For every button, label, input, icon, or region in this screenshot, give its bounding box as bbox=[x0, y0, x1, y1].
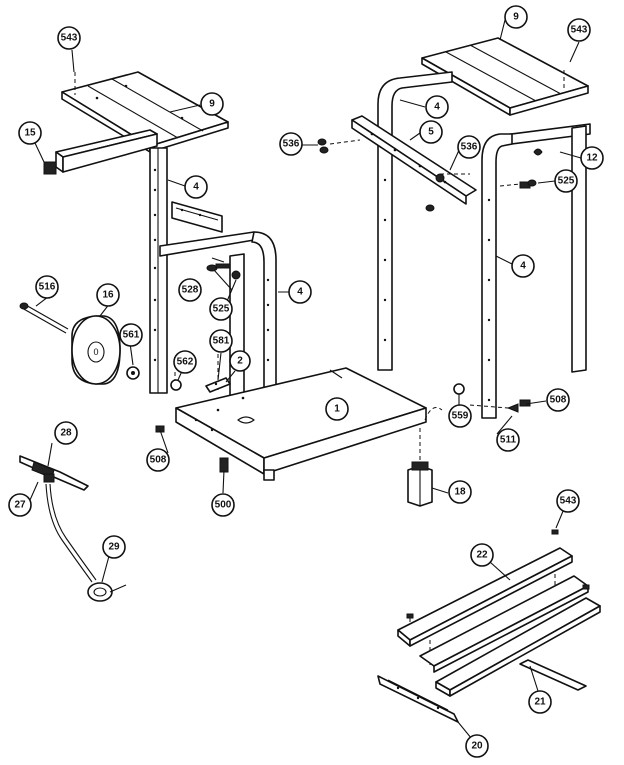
callout-508-left: 508 bbox=[146, 448, 170, 472]
svg-text:500: 500 bbox=[215, 500, 232, 511]
callout-562: 562 bbox=[173, 350, 197, 374]
svg-text:4: 4 bbox=[520, 261, 526, 272]
callout-20: 20 bbox=[465, 734, 489, 758]
callout-16: 16 bbox=[96, 283, 120, 307]
left-cross-rail bbox=[55, 129, 158, 173]
svg-text:528: 528 bbox=[182, 285, 199, 296]
svg-text:543: 543 bbox=[560, 496, 577, 507]
svg-text:18: 18 bbox=[454, 487, 466, 498]
svg-text:2: 2 bbox=[237, 356, 243, 367]
wheel-assembly: 0 bbox=[19, 302, 140, 385]
callout-581: 581 bbox=[209, 329, 233, 353]
callout-525-left: 525 bbox=[209, 297, 233, 321]
svg-text:561: 561 bbox=[123, 330, 140, 341]
svg-text:27: 27 bbox=[14, 500, 26, 511]
svg-text:4: 4 bbox=[193, 182, 199, 193]
callout-27: 27 bbox=[8, 493, 32, 517]
leader-lines bbox=[29, 19, 582, 745]
svg-text:29: 29 bbox=[108, 542, 120, 553]
frame-hardware-cluster bbox=[206, 257, 241, 280]
svg-text:15: 15 bbox=[24, 128, 36, 139]
svg-text:525: 525 bbox=[558, 176, 575, 187]
svg-text:559: 559 bbox=[452, 411, 469, 422]
svg-text:9: 9 bbox=[513, 12, 519, 23]
callout-4-right-rear: 4 bbox=[425, 95, 449, 119]
callout-516: 516 bbox=[35, 275, 59, 299]
left-top-shelf bbox=[61, 71, 229, 153]
callout-21: 21 bbox=[528, 690, 552, 714]
callout-9-left: 9 bbox=[200, 92, 224, 116]
callout-22: 22 bbox=[470, 543, 494, 567]
svg-text:4: 4 bbox=[434, 102, 440, 113]
callout-9-right: 9 bbox=[504, 5, 528, 29]
callout-536-left: 536 bbox=[279, 132, 303, 156]
callout-536-right: 536 bbox=[457, 135, 481, 159]
callout-29: 29 bbox=[102, 535, 126, 559]
svg-text:12: 12 bbox=[586, 153, 598, 164]
svg-text:22: 22 bbox=[476, 550, 488, 561]
gas-regulator-assembly bbox=[19, 455, 127, 602]
callout-12: 12 bbox=[580, 146, 604, 170]
svg-text:5: 5 bbox=[428, 127, 434, 138]
callout-559: 559 bbox=[448, 404, 472, 428]
callout-15: 15 bbox=[18, 121, 42, 145]
callout-508-right: 508 bbox=[546, 388, 570, 412]
svg-text:562: 562 bbox=[177, 357, 194, 368]
svg-text:508: 508 bbox=[150, 455, 167, 466]
svg-text:536: 536 bbox=[461, 142, 478, 153]
svg-text:21: 21 bbox=[534, 697, 546, 708]
svg-text:20: 20 bbox=[471, 741, 483, 752]
callout-561: 561 bbox=[119, 323, 143, 347]
callout-500: 500 bbox=[211, 493, 235, 517]
base-shelf bbox=[175, 367, 427, 481]
svg-text:1: 1 bbox=[334, 404, 340, 415]
callout-511: 511 bbox=[496, 428, 520, 452]
right-cross-bracket bbox=[351, 115, 477, 205]
callout-18: 18 bbox=[448, 480, 472, 504]
svg-text:16: 16 bbox=[102, 290, 114, 301]
svg-text:525: 525 bbox=[213, 304, 230, 315]
svg-text:508: 508 bbox=[550, 395, 567, 406]
tank-holder bbox=[407, 461, 433, 507]
svg-text:28: 28 bbox=[60, 428, 72, 439]
callout-4-left-rear: 4 bbox=[184, 175, 208, 199]
wheel-hub-label: 0 bbox=[93, 347, 98, 357]
left-side-bracket bbox=[171, 201, 223, 233]
svg-text:4: 4 bbox=[297, 287, 303, 298]
callout-543-right: 543 bbox=[567, 18, 591, 42]
callout-4-right-front: 4 bbox=[511, 254, 535, 278]
left-rear-upright bbox=[149, 147, 168, 394]
right-hardware bbox=[506, 148, 543, 413]
svg-text:9: 9 bbox=[209, 99, 215, 110]
svg-text:543: 543 bbox=[571, 25, 588, 36]
svg-text:511: 511 bbox=[500, 435, 517, 446]
callout-525-right: 525 bbox=[554, 169, 578, 193]
callout-28: 28 bbox=[54, 421, 78, 445]
svg-text:516: 516 bbox=[39, 282, 56, 293]
right-front-u-frame bbox=[481, 123, 591, 419]
svg-text:536: 536 bbox=[283, 139, 300, 150]
callout-528: 528 bbox=[178, 278, 202, 302]
callout-543-left: 543 bbox=[57, 26, 81, 50]
callout-2: 2 bbox=[229, 350, 251, 372]
callout-1: 1 bbox=[325, 397, 349, 421]
callout-543-shelf: 543 bbox=[556, 489, 580, 513]
svg-text:581: 581 bbox=[213, 336, 230, 347]
callout-4-left-front: 4 bbox=[288, 280, 312, 304]
side-shelf-assembly bbox=[377, 529, 601, 723]
svg-text:543: 543 bbox=[61, 33, 78, 44]
callout-5: 5 bbox=[419, 120, 443, 144]
